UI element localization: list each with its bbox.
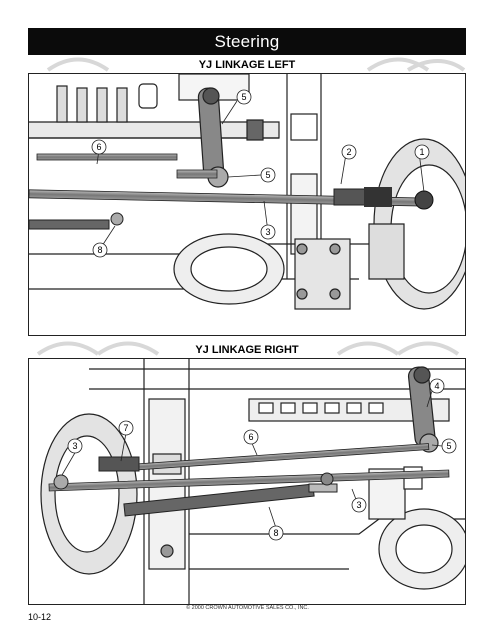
section-title-right: YJ LINKAGE RIGHT xyxy=(195,344,299,356)
page-title: Steering xyxy=(214,31,280,51)
section-title-left: YJ LINKAGE LEFT xyxy=(198,59,296,71)
decorative-header-strip xyxy=(46,57,466,72)
callout-6: 6 xyxy=(96,142,101,152)
callout-3-right: 3 xyxy=(72,441,77,451)
callout-5-right: 5 xyxy=(446,441,451,451)
callout-8: 8 xyxy=(97,245,102,255)
callout-6-right: 6 xyxy=(248,432,253,442)
callout-7-right: 7 xyxy=(123,423,128,433)
callout-8-right: 8 xyxy=(273,528,278,538)
page-number: 10-12 xyxy=(28,612,52,622)
callout-2: 2 xyxy=(346,147,351,157)
callout-5: 5 xyxy=(265,170,270,180)
yj-linkage-left-drawing: 5 6 5 3 2 1 8 xyxy=(29,74,465,310)
callout-4: 5 xyxy=(241,92,246,102)
callout-4-right: 4 xyxy=(434,381,439,391)
callout-3b-right: 3 xyxy=(356,500,361,510)
decorative-header-strip-2 xyxy=(36,341,460,356)
yj-linkage-right-diagram: 4 5 6 7 3 3 8 xyxy=(28,358,466,605)
yj-linkage-left-diagram: 5 6 5 3 2 1 8 xyxy=(28,73,466,336)
page-title-bar: Steering xyxy=(28,28,466,55)
callout-3: 3 xyxy=(265,227,270,237)
copyright-notice: © 2000 CROWN AUTOMOTIVE SALES CO., INC. xyxy=(186,605,309,611)
yj-linkage-right-drawing: 4 5 6 7 3 3 8 xyxy=(40,359,465,604)
callout-1: 1 xyxy=(419,147,424,157)
